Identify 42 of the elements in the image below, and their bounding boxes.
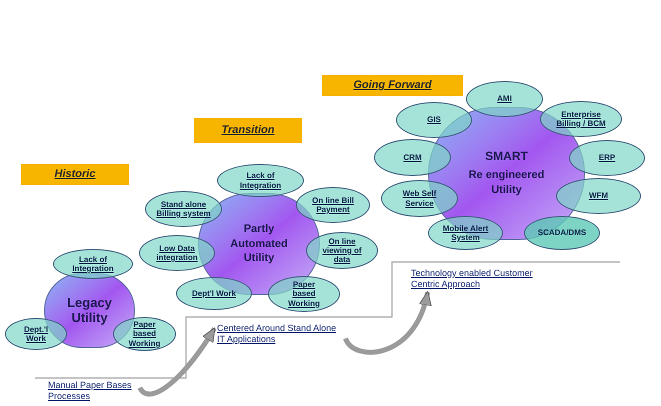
utility-title: Partly Automated Utility bbox=[230, 222, 288, 266]
feature-label: AMI bbox=[496, 94, 513, 104]
feature-label: Mobile Alert System bbox=[442, 224, 490, 242]
feature-label: Web Self Service bbox=[402, 189, 438, 208]
feature-ellipse bbox=[296, 187, 370, 223]
feature-label: Low Data integration bbox=[155, 244, 199, 262]
stage-title: Going Forward bbox=[353, 80, 432, 91]
feature-ellipse bbox=[396, 102, 472, 138]
stage-title: Historic bbox=[54, 169, 96, 180]
feature-label: Dept'l Work bbox=[191, 288, 237, 298]
utility-title: SMART bbox=[484, 149, 529, 165]
feature-label: On line viewing of data bbox=[321, 236, 363, 264]
feature-label: On line Bill Payment bbox=[311, 196, 355, 214]
stage-banner bbox=[21, 164, 129, 185]
feature-label: ERP bbox=[598, 153, 616, 163]
stage-description: Technology enabled Customer Centric Approach bbox=[411, 268, 539, 290]
feature-label: Paper based Working bbox=[287, 280, 321, 308]
feature-label: SCADA/DMS bbox=[536, 228, 588, 238]
stage-description: Centered Around Stand Alone IT Applications bbox=[217, 323, 343, 345]
feature-label: WFM bbox=[588, 191, 610, 201]
stage-banner bbox=[194, 118, 302, 143]
feature-label: Lack of Integration bbox=[238, 171, 282, 190]
feature-label: GIS bbox=[426, 115, 442, 125]
feature-ellipse bbox=[540, 101, 622, 137]
feature-label: Paper based Working bbox=[128, 320, 162, 348]
feature-label: Lack of Integration bbox=[71, 254, 115, 274]
curved-arrow bbox=[343, 290, 431, 355]
feature-ellipse bbox=[217, 164, 304, 197]
feature-label: Enterprise Billing / BCM bbox=[555, 110, 607, 128]
curved-arrow bbox=[138, 327, 217, 396]
stage-description: Manual Paper Bases Processes bbox=[48, 380, 138, 402]
utility-title: Re engineered Utility bbox=[468, 168, 546, 198]
feature-label: Stand alone Billing system bbox=[155, 200, 212, 218]
feature-ellipse bbox=[5, 318, 67, 350]
stage-banner bbox=[322, 75, 463, 96]
stage-title: Transition bbox=[222, 125, 274, 136]
feature-ellipse bbox=[466, 81, 543, 117]
feature-label: CRM bbox=[402, 152, 423, 162]
feature-label: Dept.'l Work bbox=[22, 324, 50, 344]
feature-ellipse bbox=[145, 191, 222, 227]
utility-title: Legacy Utility bbox=[67, 296, 112, 325]
feature-ellipse bbox=[113, 317, 176, 351]
